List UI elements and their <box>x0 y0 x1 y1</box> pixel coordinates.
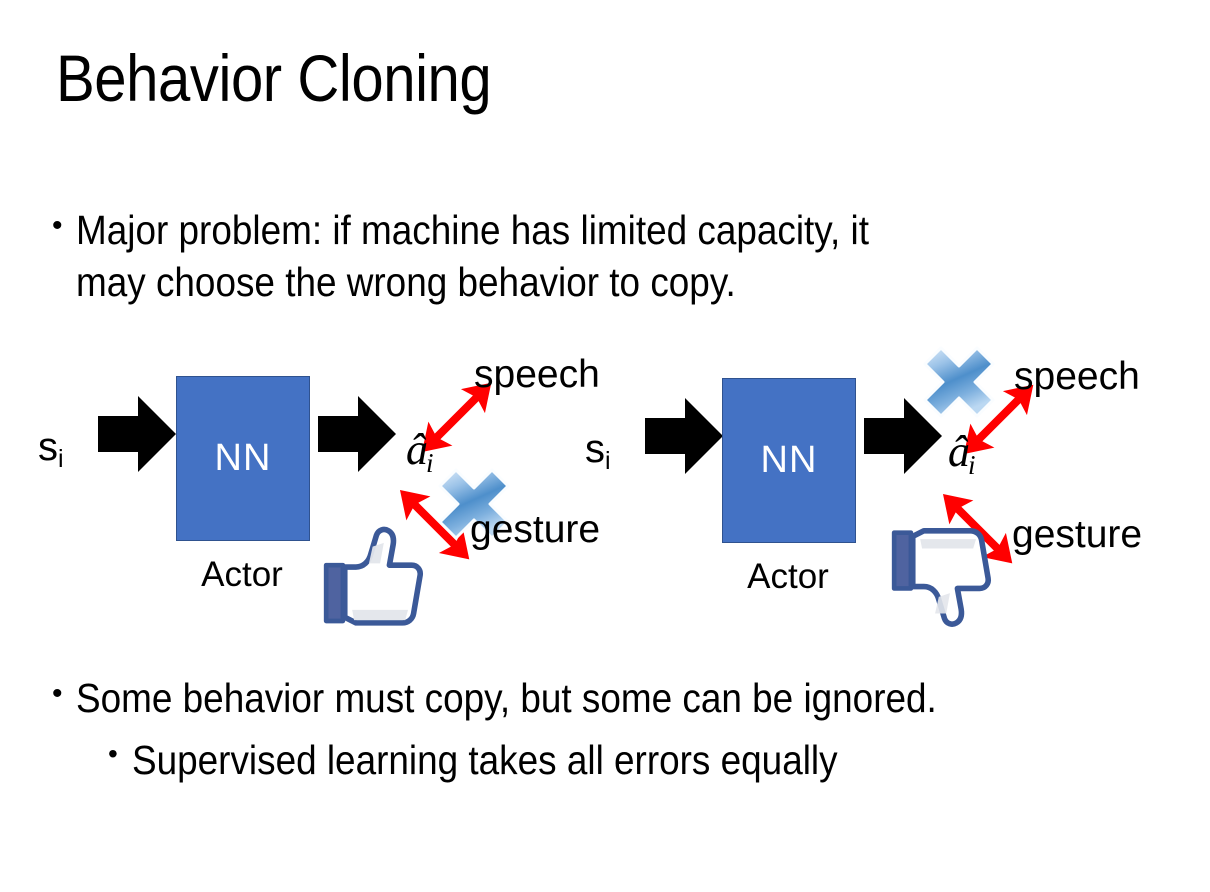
action-label-left: âi <box>406 428 434 477</box>
bullet-text: Major problem: if machine has limited ca… <box>76 207 869 306</box>
branch-label-gesture-left: gesture <box>470 508 601 551</box>
bullet-marker: • <box>52 209 63 242</box>
bullet-marker: • <box>52 677 63 710</box>
bullet-text: Supervised learning takes all errors equ… <box>132 737 838 783</box>
actor-caption-right: Actor <box>747 557 829 596</box>
page-title: Behavior Cloning <box>56 41 492 115</box>
action-symbol: â <box>948 427 970 476</box>
output-arrow-right <box>864 398 942 474</box>
state-label-right: si <box>585 427 611 476</box>
nn-box-right[interactable]: NN <box>722 378 856 543</box>
thumbs-down-icon <box>894 531 988 624</box>
branch-label-gesture-right: gesture <box>1012 513 1143 556</box>
branch-label-speech-right: speech <box>1014 355 1140 398</box>
branch-arrow-gesture-right <box>930 482 1025 576</box>
cross-out-icon-gesture-left <box>438 468 510 540</box>
bullet-marker: • <box>108 738 118 769</box>
bullet-some-behavior: • Some behavior must copy, but some can … <box>52 672 1172 724</box>
action-symbol: â <box>406 425 428 474</box>
cross-out-icon-speech-right <box>923 346 995 418</box>
nn-box-label: NN <box>760 439 818 481</box>
output-arrow-left <box>318 396 396 472</box>
diagram-right <box>645 346 1046 624</box>
state-symbol: s <box>585 427 605 471</box>
input-arrow-left <box>98 396 176 472</box>
bullet-supervised-learning: • Supervised learning takes all errors e… <box>108 734 1188 786</box>
state-subscript: i <box>58 445 64 473</box>
action-subscript: i <box>968 450 976 481</box>
diagram-left <box>98 370 510 623</box>
bullet-text: Some behavior must copy, but some can be… <box>76 675 937 721</box>
action-label-right: âi <box>948 430 976 479</box>
action-subscript: i <box>426 448 434 479</box>
branch-arrow-gesture-left <box>387 478 482 572</box>
branch-arrow-speech-right <box>952 372 1046 467</box>
state-subscript: i <box>605 447 611 475</box>
bullet-major-problem: • Major problem: if machine has limited … <box>52 204 1132 309</box>
state-label-left: si <box>38 425 64 474</box>
nn-box-label: NN <box>214 437 272 479</box>
nn-box-left[interactable]: NN <box>176 376 310 541</box>
branch-label-speech-left: speech <box>474 353 600 396</box>
branch-arrow-speech-left <box>410 370 504 465</box>
actor-caption-left: Actor <box>201 555 283 594</box>
state-symbol: s <box>38 425 58 469</box>
input-arrow-right <box>645 398 723 474</box>
thumbs-up-icon <box>326 530 420 623</box>
